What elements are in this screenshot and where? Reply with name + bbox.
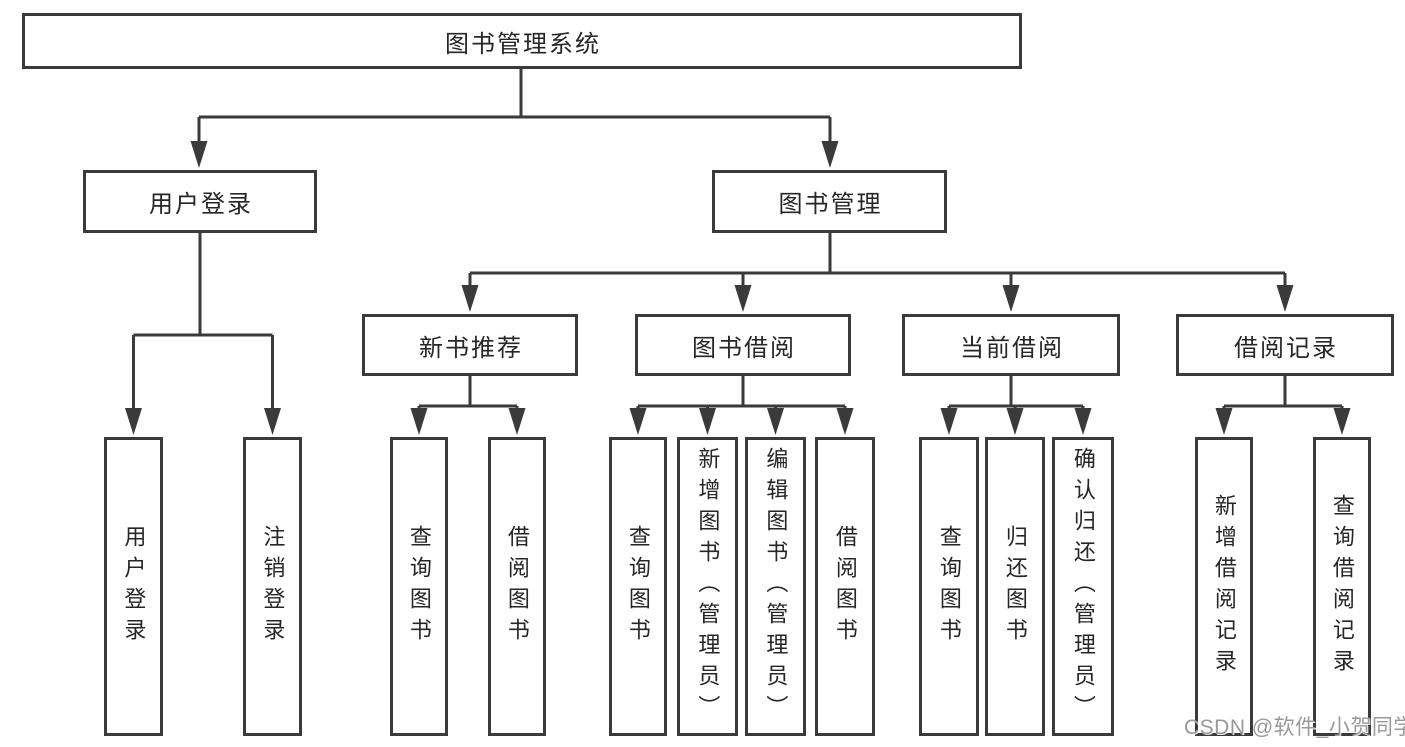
leaf-current-return-books: 归还图书 [985,437,1045,736]
node-label: 新书推荐 [419,334,523,362]
node-user-login: 用户登录 [83,170,317,233]
leaf-current-query-books: 查询图书 [919,437,979,736]
node-label: 用户登录 [149,191,253,218]
node-label: 查询图书 [936,524,962,649]
node-label: 借阅图书 [832,524,858,649]
node-label: 图书管理 [778,191,883,218]
leaf-recommend-borrow-books: 借阅图书 [488,437,546,736]
leaf-borrow-borrow-books: 借阅图书 [815,437,875,736]
leaf-borrow-add-books-admin: 新增图书（管理员） [677,437,738,736]
leaf-records-query-borrow-record: 查询借阅记录 [1313,437,1371,736]
node-current-borrowing: 当前借阅 [902,314,1120,376]
leaf-records-add-borrow-record: 新增借阅记录 [1195,437,1253,736]
node-label: 用户登录 [121,524,147,649]
node-label: 查询图书 [625,524,651,649]
node-label: 确认归还（管理员） [1070,447,1096,726]
node-label: 编辑图书（管理员） [763,447,789,726]
node-root-library-management-system: 图书管理系统 [22,13,1022,69]
node-label: 注销登录 [260,524,286,649]
node-label: 图书管理系统 [445,30,601,58]
node-label: 新增借阅记录 [1211,493,1237,680]
node-label: 借阅记录 [1234,334,1338,362]
leaf-user-login: 用户登录 [104,437,163,736]
node-label: 新增图书（管理员） [695,447,721,726]
node-new-book-recommendation: 新书推荐 [362,314,578,376]
leaf-recommend-query-books: 查询图书 [390,437,448,736]
leaf-current-confirm-return-admin: 确认归还（管理员） [1052,437,1114,736]
leaf-logout: 注销登录 [243,437,302,736]
arrowheads [125,141,1351,435]
node-book-management: 图书管理 [712,170,947,233]
node-label: 借阅图书 [504,524,530,649]
node-label: 查询图书 [406,524,432,649]
node-label: 查询借阅记录 [1329,493,1355,680]
leaf-borrow-edit-books-admin: 编辑图书（管理员） [745,437,806,736]
node-book-borrowing: 图书借阅 [635,314,851,376]
node-label: 图书借阅 [692,334,796,362]
leaf-borrow-query-books: 查询图书 [609,437,667,736]
node-label: 当前借阅 [960,334,1064,362]
node-borrowing-records: 借阅记录 [1176,314,1394,376]
csdn-watermark: CSDN @软件_小贺同学 [1184,716,1405,739]
node-label: 归还图书 [1002,524,1028,649]
